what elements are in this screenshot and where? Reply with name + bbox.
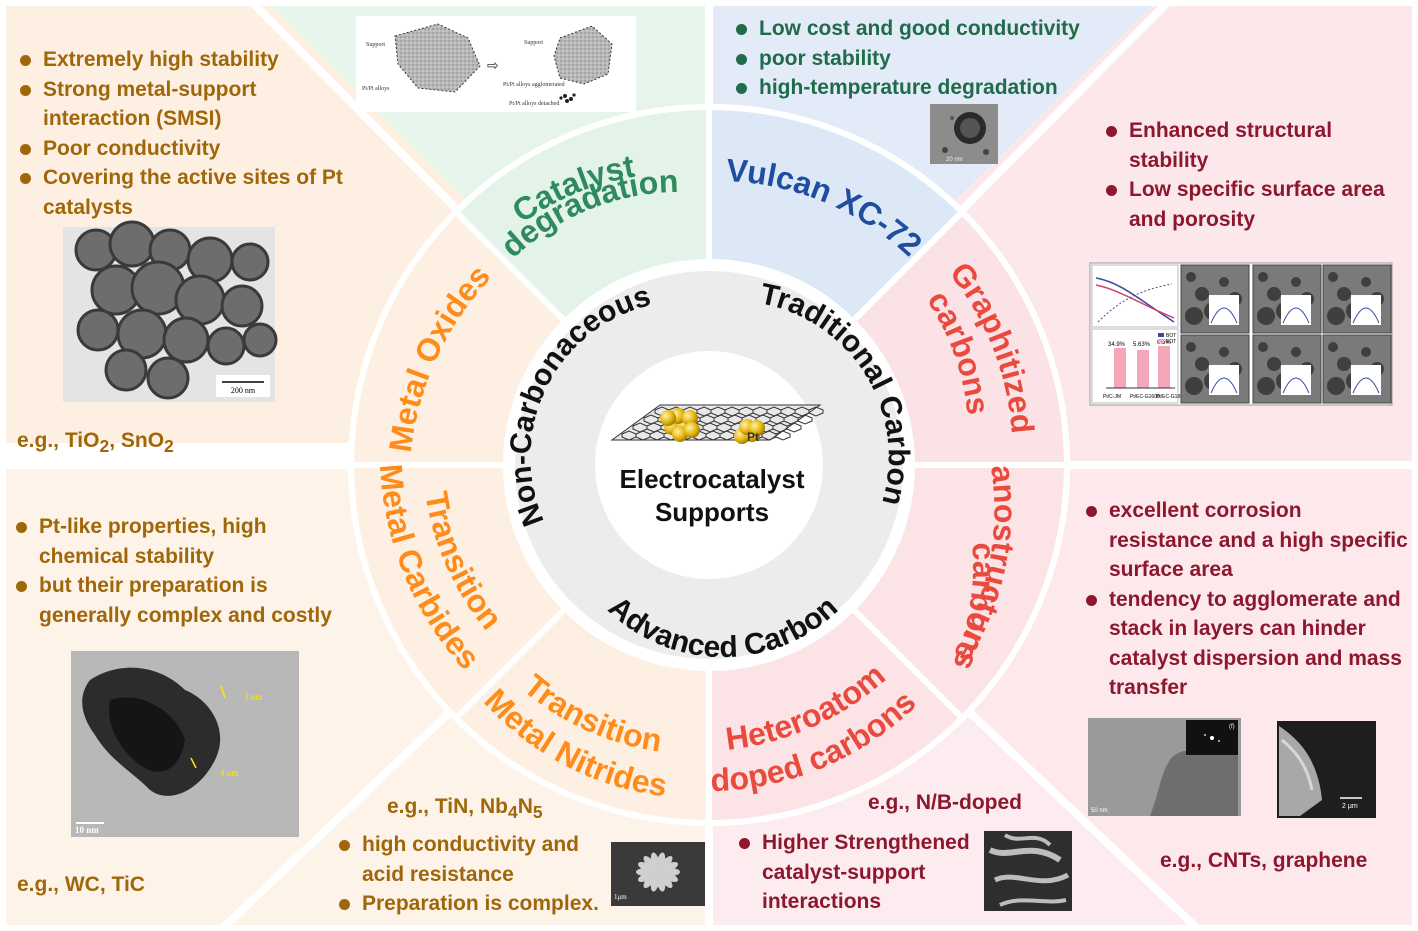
carbide-bullet-1: Pt-like properties, high chemical stabil… (13, 512, 358, 571)
heteroatom-examples: e.g., N/B-doped (868, 791, 1022, 814)
nitride-eg-sub2: 5 (532, 802, 543, 823)
oxide-eg-prefix: e.g., TiO (17, 429, 100, 452)
panel-graphitized: Enhanced structural stability Low specif… (1103, 116, 1393, 234)
degradation-arrow: ⇨ (487, 57, 499, 73)
oxide-bullet-1: Extremely high stability (17, 45, 357, 75)
nitride-eg-prefix: e.g., TiN, Nb (387, 795, 508, 818)
degradation-label-agglomerated: Pt/Pt alloys agglomerated (503, 82, 565, 88)
degradation-label-support2: Support (524, 40, 543, 46)
micrograph-metal-oxides: 200 nm (63, 220, 278, 402)
nano-bullet-1: excellent corrosion resistance and a hig… (1083, 496, 1411, 585)
carbide-annotation-2: 4 nm (220, 768, 238, 778)
center-title-line2: Supports (655, 497, 769, 527)
micrograph-heteroatom (984, 831, 1072, 911)
panel-nanostructured: excellent corrosion resistance and a hig… (1083, 496, 1411, 703)
nano-inset-label: (f) (1229, 724, 1235, 730)
micrograph-nanostructured-2: 2 μm (1277, 721, 1376, 818)
nitride-eg-sub1: 4 (507, 802, 518, 823)
graphitized-x-label-1: Pt/C-JM (1103, 394, 1121, 400)
oxide-eg-sub1: 2 (99, 436, 110, 457)
carbide-bullet-2: but their preparation is generally compl… (13, 571, 358, 630)
micrograph-nanostructured-1: (f) 50 nm (1088, 718, 1241, 816)
graphitized-bullet-1: Enhanced structural stability (1103, 116, 1393, 175)
carbide-scale-label: 10 nm (75, 825, 99, 835)
panel-carbides: Pt-like properties, high chemical stabil… (13, 512, 358, 630)
nitride-scale-label: 1μm (614, 893, 627, 901)
nitride-bullet-2: Preparation is complex. (336, 889, 606, 919)
nano-scale-label-2: 2 μm (1342, 803, 1358, 810)
micrograph-vulcan: 20 nm (930, 104, 998, 164)
graphitized-legend-eot: EOT (1166, 339, 1176, 345)
center-title-line1: Electrocatalyst (620, 464, 805, 494)
nano-bullet-2: tendency to agglomerate and stack in lay… (1083, 585, 1411, 703)
nano-scale-label-1: 50 nm (1091, 808, 1108, 814)
oxide-eg-mid: , SnO (109, 429, 165, 452)
oxide-examples: e.g., TiO2, SnO2 (17, 429, 174, 457)
oxide-bullet-3: Poor conductivity (17, 134, 357, 164)
vulcan-bullet-2: poor stability (733, 44, 1113, 74)
oxide-scale-label: 200 nm (231, 386, 256, 395)
nitride-bullet-1: high conductivity and acid resistance (336, 830, 606, 889)
graphitized-bar-label-2: 5.63% (1133, 342, 1151, 348)
micrograph-nitrides: 1μm (611, 842, 705, 906)
oxide-eg-sub2: 2 (164, 436, 174, 457)
degradation-label-pt1: Pt/Pt alloys (362, 86, 390, 92)
outer-ring-border (348, 104, 1070, 826)
degradation-label-detached: Pt/Pt alloys detached (509, 101, 559, 107)
panel-heteroatom: Higher Strengthened catalyst-support int… (736, 828, 981, 917)
heteroatom-bullet-1: Higher Strengthened catalyst-support int… (736, 828, 981, 917)
graphitized-legend-bot: BOT (1166, 333, 1176, 339)
graphitized-x-label-3: Pt/EC-G1800 (1156, 394, 1186, 400)
oxide-bullet-2: Strong metal-support interaction (SMSI) (17, 75, 357, 134)
degradation-schematic: Support Pt/Pt alloys ⇨ Support Pt/Pt all… (356, 16, 636, 112)
graphitized-bar-label-3: 0.5% (1157, 340, 1171, 346)
panel-metal-oxides: Extremely high stability Strong metal-su… (17, 45, 357, 222)
outer-ring (347, 103, 1071, 827)
nano-examples: e.g., CNTs, graphene (1160, 849, 1368, 872)
carbide-annotation-1: 3 nm (244, 692, 262, 702)
graphene-pt-icon: Pt (610, 404, 824, 444)
oxide-bullet-4: Covering the active sites of Pt catalyst… (17, 163, 357, 222)
panel-vulcan: Low cost and good conductivity poor stab… (733, 14, 1113, 103)
graphitized-bullet-2: Low specific surface area and porosity (1103, 175, 1393, 234)
panel-nitrides: high conductivity and acid resistance Pr… (336, 830, 606, 919)
pt-label: Pt (747, 430, 759, 444)
vulcan-scale-label: 20 nm (946, 157, 963, 163)
nitride-eg-mid: N (517, 795, 533, 818)
nitride-examples: e.g., TiN, Nb4N5 (387, 795, 543, 823)
carbide-examples: e.g., WC, TiC (17, 873, 145, 896)
figure-graphitized: 34.9% 5.63% 0.5% Pt/C-JM Pt/EC-G1600 Pt/… (1089, 262, 1393, 406)
micrograph-carbides: 3 nm 4 nm 10 nm (71, 651, 299, 837)
graphitized-bar-label-1: 34.9% (1108, 342, 1126, 348)
graphitized-x-label-2: Pt/EC-G1600 (1130, 394, 1160, 400)
degradation-label-support1: Support (366, 42, 385, 48)
vulcan-bullet-1: Low cost and good conductivity (733, 14, 1113, 44)
vulcan-bullet-3: high-temperature degradation (733, 73, 1113, 103)
